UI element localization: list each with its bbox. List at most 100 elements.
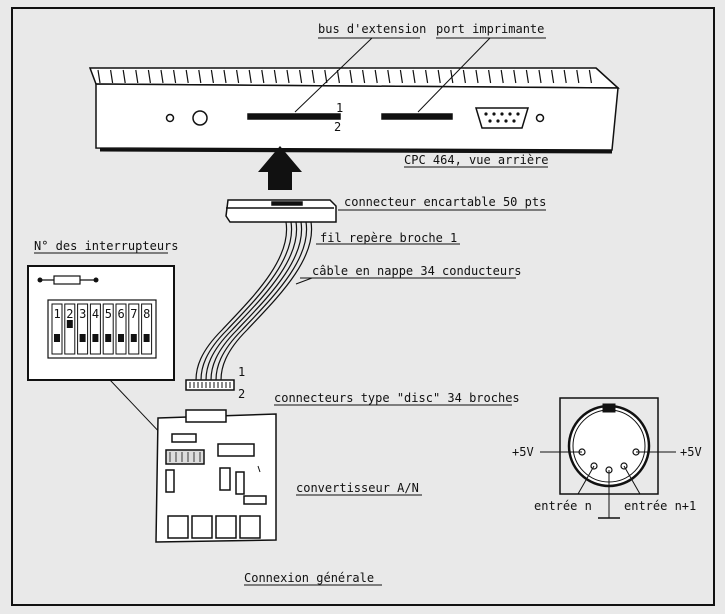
label-fil-repere: fil repère broche 1 xyxy=(320,231,457,245)
hole-small-right xyxy=(535,113,545,123)
vent-slot xyxy=(450,69,454,84)
vent-slot xyxy=(324,69,328,84)
vent-slot xyxy=(500,69,504,84)
disc-pin1-label: 1 xyxy=(238,365,245,379)
label-interrupteurs: N° des interrupteurs xyxy=(34,239,179,253)
din-connector xyxy=(540,397,676,519)
label-convertisseur: convertisseur A/N xyxy=(296,481,419,495)
ribbon-wire xyxy=(205,221,298,381)
dip-switch-knob xyxy=(105,334,112,342)
label-plus5v-right: +5V xyxy=(680,445,702,459)
label-entree-n: entrée n xyxy=(534,499,592,513)
bus-pin2-label: 2 xyxy=(334,120,341,134)
vent-slot xyxy=(399,69,403,84)
ribbon-wire xyxy=(210,221,303,381)
ribbon-wire xyxy=(215,221,308,381)
label-entree-n1: entrée n+1 xyxy=(624,499,696,513)
dip-switch xyxy=(102,303,114,355)
label-cable-nappe: câble en nappe 34 conducteurs xyxy=(312,264,522,278)
adc-board xyxy=(155,409,277,543)
vent-slot xyxy=(110,69,114,84)
vent-slot xyxy=(349,69,353,84)
cpc464-rear-view xyxy=(88,37,620,154)
vent-slot xyxy=(286,69,290,84)
vent-slot xyxy=(147,69,151,84)
expansion-bus-slot xyxy=(247,113,341,120)
insert-arrow-icon xyxy=(258,146,302,190)
dip-switch-number: 8 xyxy=(143,307,150,321)
dip-switch-number: 1 xyxy=(54,307,61,321)
vent-slot xyxy=(362,69,366,84)
vent-slot xyxy=(374,69,378,84)
vent-slots xyxy=(97,69,592,84)
label-connexion-generale: Connexion générale xyxy=(244,571,374,585)
vent-slot xyxy=(248,69,252,84)
vent-slot xyxy=(97,69,101,84)
dip-switch xyxy=(51,303,63,355)
edge-connector-50 xyxy=(225,199,337,223)
vent-slot xyxy=(198,69,202,84)
vent-slot xyxy=(525,69,529,84)
outer-frame xyxy=(11,7,715,606)
label-disc-connector: connecteurs type "disc" 34 broches xyxy=(274,391,520,405)
ribbon-cable xyxy=(195,221,313,381)
dip-switch-number: 5 xyxy=(105,307,112,321)
vent-slot xyxy=(210,69,214,84)
db9-connector xyxy=(474,107,530,129)
vent-slot xyxy=(185,69,189,84)
vent-slot xyxy=(336,69,340,84)
dip-switch-number: 4 xyxy=(92,307,99,321)
vent-slot xyxy=(538,69,542,84)
dip-switch-number: 6 xyxy=(118,307,125,321)
vent-slot xyxy=(437,69,441,84)
hole-small xyxy=(165,113,175,123)
dip-switch-knob xyxy=(54,334,60,342)
dip-switch xyxy=(89,303,101,355)
vent-slot xyxy=(551,69,555,84)
label-connecteur-50: connecteur encartable 50 pts xyxy=(344,195,546,209)
vent-slot xyxy=(311,69,315,84)
dip-switch-knob xyxy=(79,334,86,342)
disc-pin2-label: 2 xyxy=(238,387,245,401)
vent-slot xyxy=(173,69,177,84)
dip-switch xyxy=(141,303,153,355)
vent-slot xyxy=(488,69,492,84)
vent-slot xyxy=(387,69,391,84)
dip-switch-knob xyxy=(143,334,150,342)
ribbon-wire xyxy=(195,221,288,381)
hole-large xyxy=(192,110,208,126)
vent-slot xyxy=(513,69,517,84)
dip-switch-knob xyxy=(118,334,124,342)
vent-slot xyxy=(462,69,466,84)
label-cpc464: CPC 464, vue arrière xyxy=(404,153,549,167)
vent-slot xyxy=(425,69,429,84)
dip-switch xyxy=(128,303,140,355)
vent-slot xyxy=(576,69,580,84)
dip-switch xyxy=(64,303,76,355)
label-bus-extension: bus d'extension xyxy=(318,22,426,36)
vent-slot xyxy=(160,69,164,84)
vent-slot xyxy=(412,69,416,84)
vent-slot xyxy=(135,69,139,84)
vent-slot xyxy=(223,69,227,84)
vent-slot xyxy=(236,69,240,84)
vent-slot xyxy=(588,69,592,84)
vent-slot xyxy=(273,69,277,84)
ribbon-wire xyxy=(220,221,313,381)
vent-slot xyxy=(475,69,479,84)
dip-switch xyxy=(77,303,89,355)
bus-pin1-label: 1 xyxy=(336,101,343,115)
ribbon-wire xyxy=(200,221,293,381)
label-plus5v-left: +5V xyxy=(512,445,534,459)
dip-switch-number: 2 xyxy=(66,307,73,321)
dip-switch-number: 3 xyxy=(79,307,86,321)
printer-port-slot xyxy=(381,113,453,120)
dip-switch-number: 7 xyxy=(130,307,137,321)
label-port-imprimante: port imprimante xyxy=(436,22,544,36)
dip-switch xyxy=(115,303,127,355)
vent-slot xyxy=(261,69,265,84)
dip-switch-knob xyxy=(66,320,73,328)
